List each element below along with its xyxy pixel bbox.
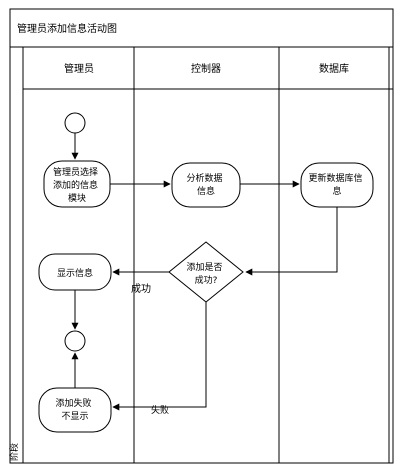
lane-header-controller: 控制器 bbox=[191, 62, 221, 75]
lane-header-database: 数据库 bbox=[319, 62, 349, 75]
edge-fail-label: 失败 bbox=[151, 404, 169, 416]
initial-node bbox=[64, 112, 86, 134]
action-update-db bbox=[300, 162, 374, 208]
outer-frame bbox=[9, 8, 394, 464]
diagram-title: 管理员添加信息活动图 bbox=[17, 22, 117, 35]
edge-update-to-decision bbox=[245, 207, 338, 276]
edge-success-label: 成功 bbox=[131, 283, 151, 295]
action-fail-hidden bbox=[38, 387, 112, 433]
phase-label: 阶段 bbox=[8, 443, 20, 461]
action-show-info-label: 显示信息 bbox=[57, 267, 93, 279]
action-analyze-data bbox=[171, 162, 241, 208]
action-fail-hidden-label: 添加失败 不显示 bbox=[56, 397, 95, 422]
lane-header-admin: 管理员 bbox=[64, 62, 94, 75]
action-update-db-label: 更新数据库信 息 bbox=[309, 172, 366, 197]
action-analyze-data-label: 分析数据 信息 bbox=[187, 172, 226, 197]
action-select-module-label: 管理员选择 添加的信息 模块 bbox=[53, 166, 101, 204]
edge-decision-fail bbox=[112, 302, 207, 411]
decision-label: 添加是否 成功? bbox=[187, 262, 226, 286]
merge-node bbox=[64, 330, 86, 352]
